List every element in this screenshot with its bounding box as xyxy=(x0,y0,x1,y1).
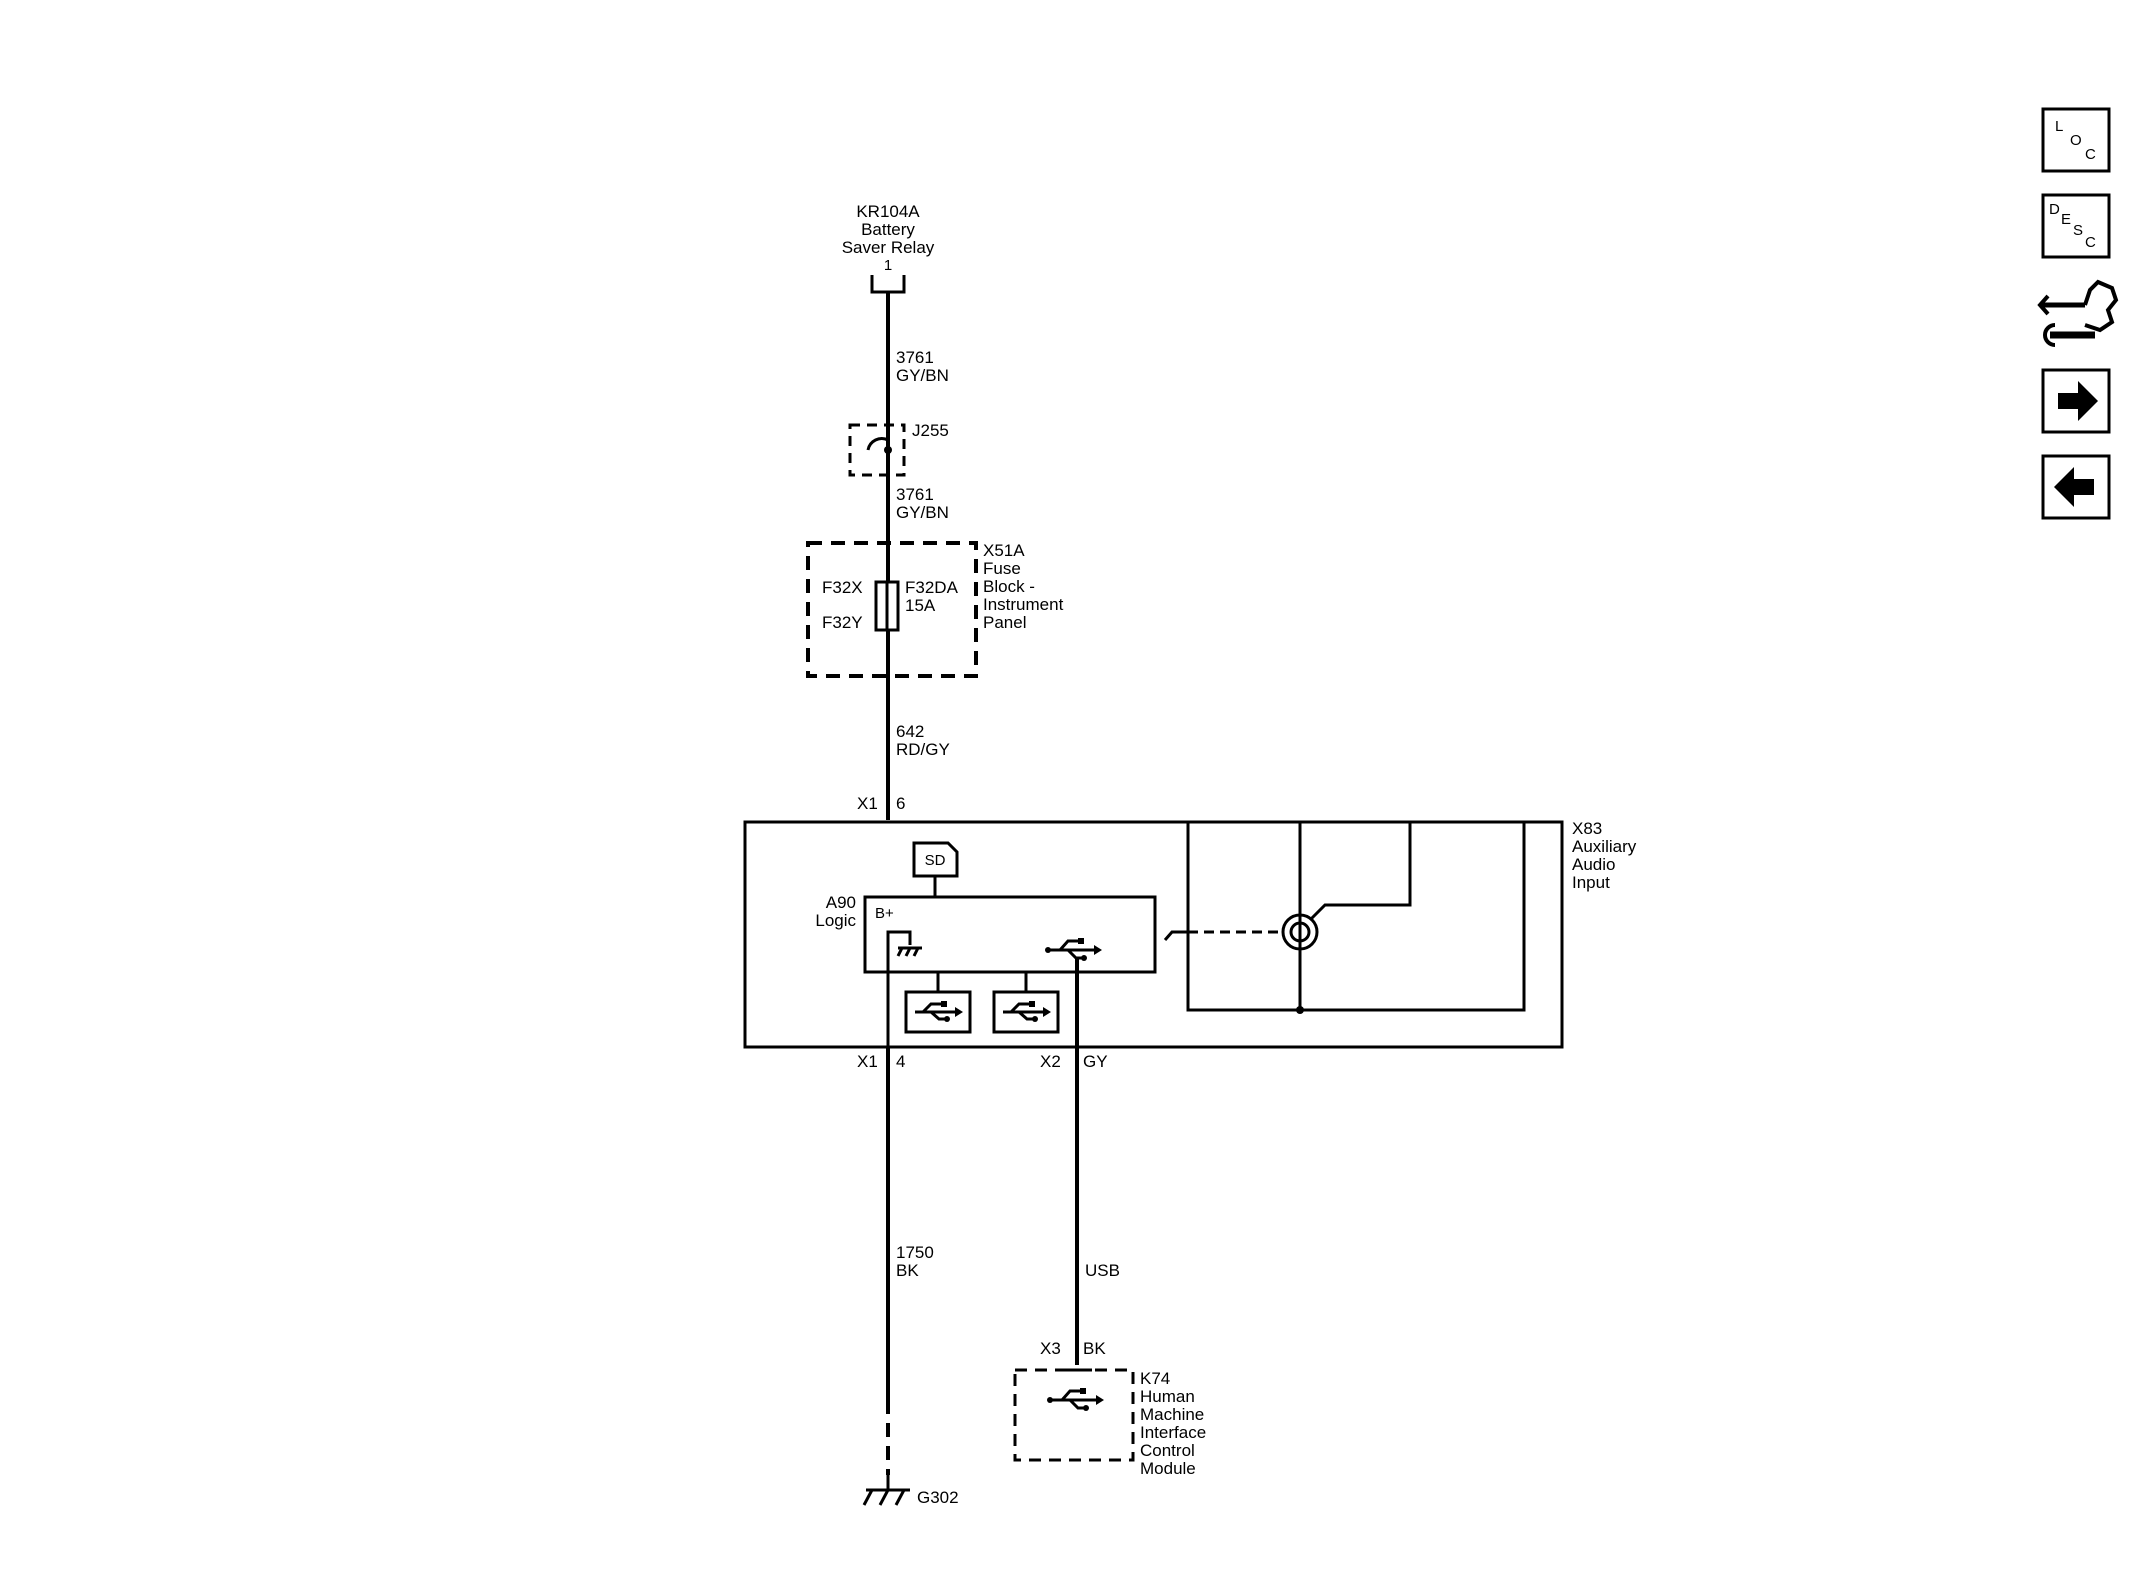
relay-id: KR104A xyxy=(856,202,920,221)
logic-block xyxy=(863,895,1157,974)
fuse-block-id: X51A xyxy=(983,541,1025,560)
wire1-color: GY/BN xyxy=(896,366,949,385)
fuse-pin-out: F32Y xyxy=(822,613,863,632)
previous-button[interactable] xyxy=(2041,454,2111,520)
fuse-pin-in: F32X xyxy=(822,578,863,597)
wire3-color: RD/GY xyxy=(896,740,950,759)
hmi-line4: Control xyxy=(1140,1441,1195,1460)
plug-icon xyxy=(2083,279,2119,333)
wire4-color: BK xyxy=(896,1261,919,1280)
arrow-left-icon xyxy=(2054,467,2094,507)
relay-name-line1: Battery xyxy=(861,220,915,239)
usb-port-1 xyxy=(904,990,972,1034)
conn-bottom-left-pin: 4 xyxy=(896,1052,905,1071)
usb-icon xyxy=(1045,938,1102,961)
wire3-circuit: 642 xyxy=(896,722,924,741)
wire4-circuit: 1750 xyxy=(896,1243,934,1262)
fuse-block-line2: Block - xyxy=(983,577,1035,596)
aux-switch xyxy=(1163,930,1188,941)
relay-pin: 1 xyxy=(884,257,892,274)
ground-id: G302 xyxy=(917,1488,959,1507)
module-id: X83 xyxy=(1572,819,1602,838)
hmi-line2: Machine xyxy=(1140,1405,1204,1424)
hmi-line5: Module xyxy=(1140,1459,1196,1478)
arrow-right-icon xyxy=(2058,381,2098,421)
relay-name-line2: Saver Relay xyxy=(842,238,935,257)
hmi-conn-pin: BK xyxy=(1083,1339,1106,1358)
fuse-block-line1: Fuse xyxy=(983,559,1021,578)
wire1-circuit: 3761 xyxy=(896,348,934,367)
connector-repair-button[interactable] xyxy=(2037,279,2119,347)
logic-id: A90 xyxy=(826,893,856,912)
hmi-usb-icon xyxy=(1047,1388,1104,1411)
desc-letter-d: D xyxy=(2049,201,2060,218)
conn-bottom-left-connector: X1 xyxy=(857,1052,878,1071)
sd-card-icon xyxy=(912,841,959,878)
loc-letter-c: C xyxy=(2085,146,2096,163)
splice-symbol xyxy=(866,437,889,451)
location-button[interactable]: L O C xyxy=(2041,107,2111,173)
relay-terminal xyxy=(870,275,906,294)
module-line1: Auxiliary xyxy=(1572,837,1637,856)
conn-bottom-right-pin: GY xyxy=(1083,1052,1108,1071)
loc-letter-o: O xyxy=(2070,132,2082,149)
splice-id: J255 xyxy=(912,421,949,440)
usb-port-2 xyxy=(992,990,1060,1034)
fuse-block-line4: Panel xyxy=(983,613,1026,632)
splice-box xyxy=(848,423,906,477)
wire2-circuit: 3761 xyxy=(896,485,934,504)
hmi-box xyxy=(1013,1368,1135,1462)
hmi-line1: Human xyxy=(1140,1387,1195,1406)
module-line2: Audio xyxy=(1572,855,1615,874)
hmi-line3: Interface xyxy=(1140,1423,1206,1442)
module-line3: Input xyxy=(1572,873,1610,892)
fuse-block-box xyxy=(806,541,978,678)
conn-bottom-right-connector: X2 xyxy=(1040,1052,1061,1071)
desc-letter-e: E xyxy=(2061,211,2071,228)
usb-port-1-icon xyxy=(915,1001,963,1022)
loc-letter-l: L xyxy=(2055,118,2063,135)
conn-top-pin: 6 xyxy=(896,794,905,813)
aux-jack-icon xyxy=(1281,913,1319,951)
internal-ground-lead xyxy=(886,930,912,1052)
bplus-label: B+ xyxy=(875,905,894,922)
logic-label: Logic xyxy=(815,911,856,930)
hmi-id: K74 xyxy=(1140,1369,1170,1388)
next-button[interactable] xyxy=(2041,368,2111,434)
aux-jack-tip xyxy=(1308,822,1412,922)
desc-letter-s: S xyxy=(2073,222,2083,239)
aux-jack-frame xyxy=(1186,822,1526,1012)
conn-top-connector: X1 xyxy=(857,794,878,813)
usb-port-2-icon xyxy=(1003,1001,1051,1022)
wire2-color: GY/BN xyxy=(896,503,949,522)
fuse-block-line3: Instrument xyxy=(983,595,1064,614)
desc-letter-c: C xyxy=(2085,234,2096,251)
hmi-conn-connector: X3 xyxy=(1040,1339,1061,1358)
wire5-label: USB xyxy=(1085,1261,1120,1280)
description-button[interactable]: D E S C xyxy=(2041,193,2111,259)
sd-label: SD xyxy=(925,852,946,869)
fuse-rating: 15A xyxy=(905,596,936,615)
module-box xyxy=(743,820,1564,1049)
splice-point xyxy=(884,446,892,454)
fuse-id: F32DA xyxy=(905,578,959,597)
